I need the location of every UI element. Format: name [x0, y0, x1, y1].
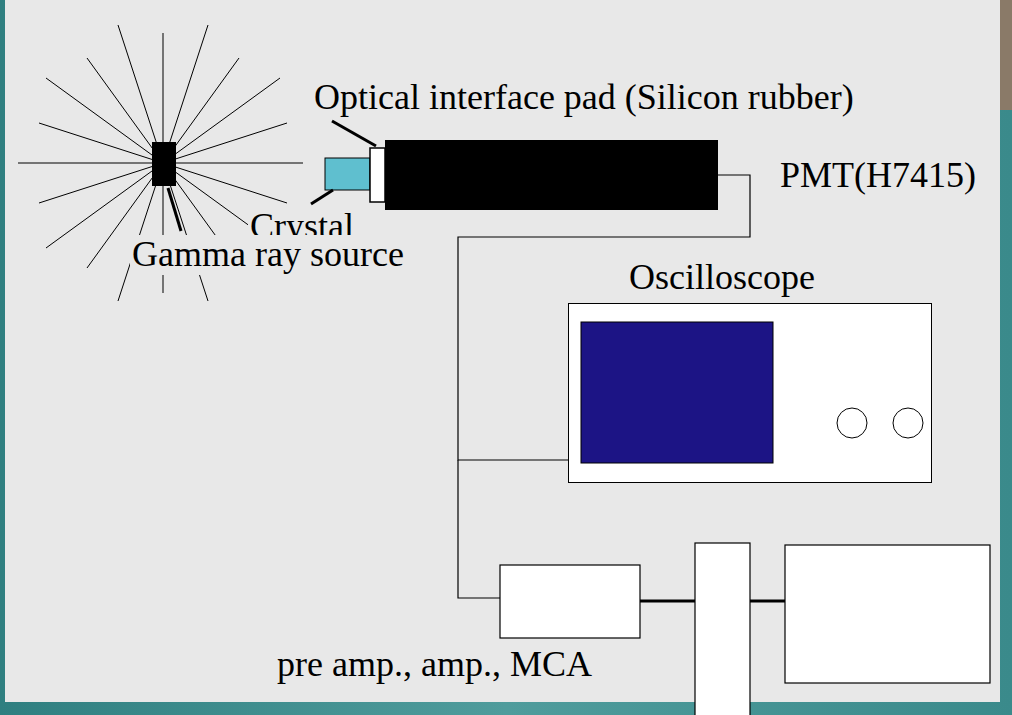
- part-label: Optical interface pad (Silicon rubber): [312, 78, 856, 118]
- leader-line: [311, 190, 333, 204]
- corner-patch: [1000, 0, 1012, 110]
- amp-box: [695, 543, 750, 715]
- signal-cable: [458, 175, 750, 460]
- crystal: [325, 158, 370, 190]
- signal-wire: [458, 460, 500, 598]
- mca-box: [785, 545, 990, 683]
- optical-pad: [370, 148, 385, 202]
- node-heading: Oscilloscope: [629, 258, 815, 298]
- part-label: pre amp., amp., MCA: [275, 645, 594, 685]
- node-heading: PMT(H7415): [780, 156, 976, 196]
- leader-line: [332, 121, 376, 146]
- scope-knob: [893, 408, 923, 438]
- pmt-tube: PMT(H7415): [385, 140, 718, 210]
- scope-body: [568, 303, 932, 483]
- preamp-box: [500, 565, 640, 638]
- part-label: Gamma ray source: [130, 235, 406, 275]
- scope-knob: [837, 408, 867, 438]
- oscilloscope-box: Oscilloscope: [568, 303, 932, 483]
- gamma-source: [152, 142, 176, 186]
- cable: [640, 600, 695, 603]
- scope-screen: [581, 322, 773, 463]
- cable: [750, 600, 785, 603]
- slide-panel: [5, 0, 1000, 702]
- leader-line: [168, 188, 181, 231]
